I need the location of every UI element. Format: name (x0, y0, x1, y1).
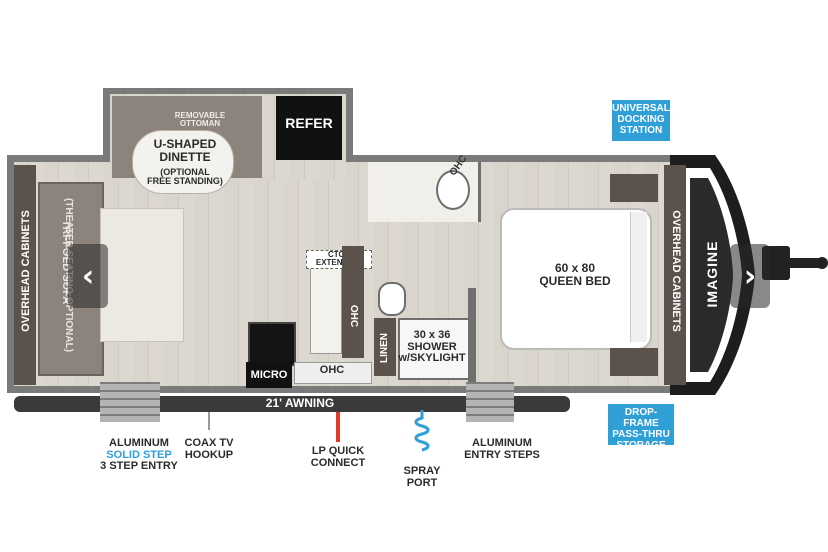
pillows (630, 212, 647, 342)
solid-step-label: ALUMINUM SOLID STEP 3 STEP ENTRY (90, 437, 188, 473)
solid-step-line2: SOLID STEP (106, 448, 172, 461)
kitchen-ohc-bottom (294, 362, 372, 384)
coax-label: COAX TV HOOKUP (184, 437, 234, 461)
pass-thru-storage-badge: DROP-FRAME PASS-THRU STORAGE (608, 404, 674, 451)
stove (248, 322, 296, 366)
chevron-right-icon: › (743, 258, 757, 294)
shower (398, 318, 470, 380)
brand-logo: IMAGINE (704, 240, 720, 308)
dinette-note: (OPTIONAL FREE STANDING) (147, 167, 223, 187)
front-cap (670, 155, 755, 395)
next-image-button[interactable]: › (730, 244, 770, 308)
prev-image-button[interactable]: ‹ (68, 244, 108, 308)
solid-step-line1: ALUMINUM (109, 437, 169, 449)
lp-connector (336, 412, 340, 442)
nightstand-top (610, 174, 658, 202)
dinette-table (132, 130, 234, 194)
micro-label: MICRO (250, 369, 288, 381)
right-overhead-cabinet (664, 165, 686, 385)
entry-steps (466, 382, 514, 422)
kitchen-ohc-vertical: OHC (348, 304, 359, 328)
kitchen-ohc-label: OHC (319, 364, 345, 376)
bed-label: 60 x 80 QUEEN BED (539, 261, 611, 288)
chevron-left-icon: ‹ (81, 258, 95, 294)
awning-label: 21' AWNING (265, 396, 335, 410)
nightstand-bottom (610, 348, 658, 376)
solid-step (100, 382, 160, 422)
lp-label: LP QUICK CONNECT (310, 445, 366, 469)
refer-label: REFER (285, 115, 333, 131)
ottoman-label: REMOVABLE OTTOMAN (174, 111, 226, 129)
dinette-label: U-SHAPED DINETTE (153, 137, 217, 164)
docking-station-badge: UNIVERSAL DOCKING STATION (612, 100, 670, 141)
spray-label: SPRAY PORT (403, 465, 441, 489)
coax-connector (208, 412, 210, 430)
bedroom-wall (468, 288, 476, 386)
entry-steps-label: ALUMINUM ENTRY STEPS (464, 437, 540, 461)
rug (100, 208, 184, 342)
right-overhead-label: OVERHEAD CABINETS (670, 210, 682, 332)
linen-cabinet (374, 318, 396, 376)
sink (436, 170, 470, 210)
kitchen-ohc-cabinet (342, 246, 364, 358)
left-overhead-cabinet (14, 165, 36, 385)
spray-hose (414, 410, 430, 452)
kitchen-counter (310, 262, 342, 354)
shower-label: 30 x 36 SHOWER w/SKYLIGHT (398, 329, 466, 365)
left-overhead-label: OVERHEAD CABINETS (20, 210, 32, 332)
linen-label: LINEN (379, 333, 390, 363)
queen-bed (500, 208, 652, 350)
toilet (378, 282, 406, 316)
solid-step-line3: 3 STEP ENTRY (100, 460, 178, 473)
refrigerator (276, 96, 342, 160)
microwave (246, 362, 292, 388)
